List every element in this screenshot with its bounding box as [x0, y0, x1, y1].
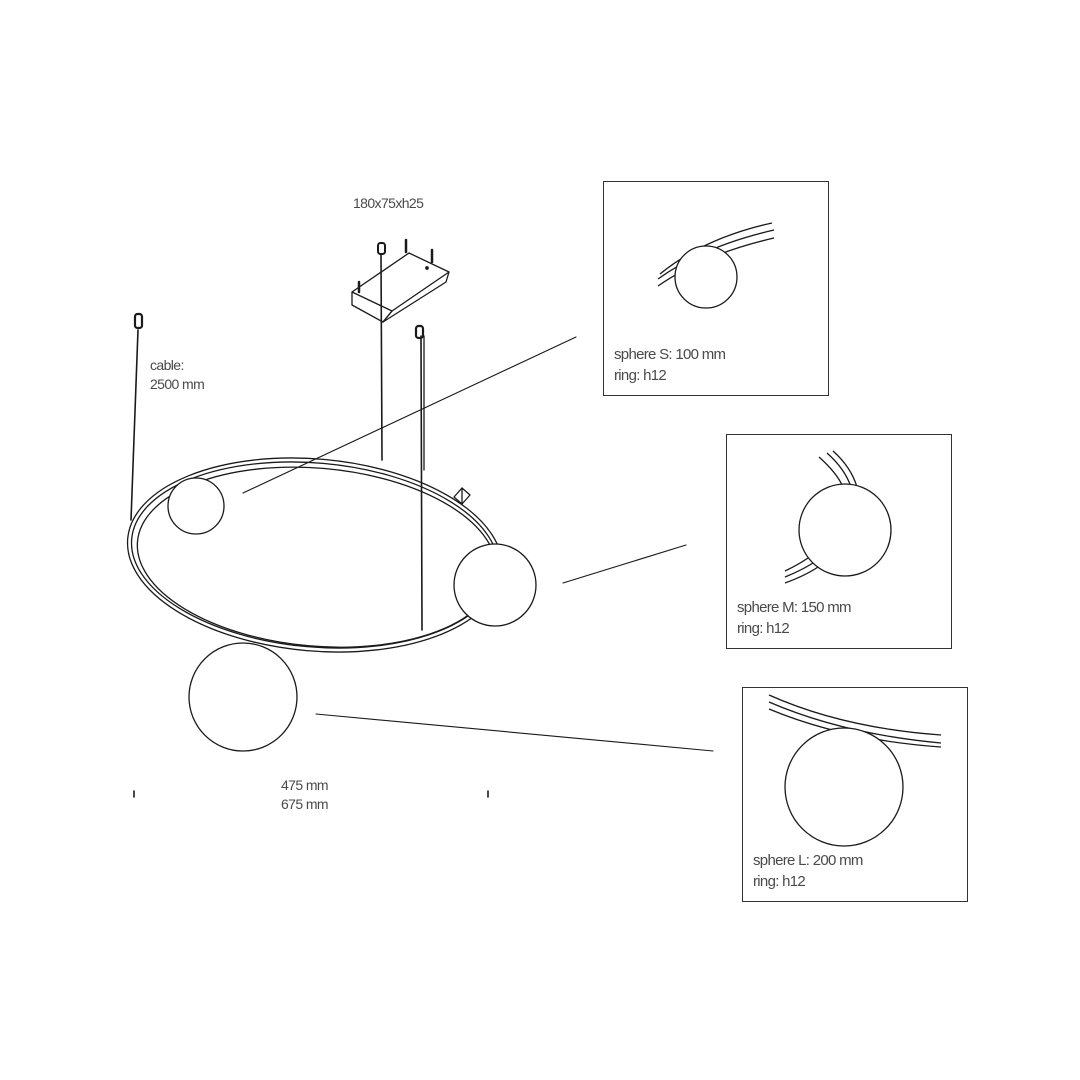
- sphere-s-size-label: sphere S: 100 mm: [614, 346, 726, 363]
- sphere-m-detail-drawing: [784, 450, 892, 584]
- sphere-l-ring-label: ring: h12: [753, 873, 806, 890]
- cable-length-label: 2500 mm: [150, 376, 205, 392]
- sphere-large: [188, 642, 298, 752]
- inner-width-label: 475 mm: [281, 777, 329, 793]
- detail-box-sphere-s: sphere S: 100 mm ring: h12: [603, 181, 829, 396]
- detail-box-sphere-m: sphere M: 150 mm ring: h12: [726, 434, 952, 649]
- suspension-cables: [130, 253, 425, 631]
- cable-grips: [133, 312, 425, 340]
- ceiling-canopy: [351, 238, 450, 323]
- sphere-small: [167, 477, 225, 535]
- canopy-cable-grip: [377, 242, 386, 255]
- sphere-l-detail-drawing: [768, 694, 942, 847]
- sphere-medium: [453, 543, 537, 627]
- dimension-ticks: [133, 790, 489, 798]
- spheres: [167, 477, 537, 752]
- ring: [126, 457, 504, 653]
- ring-connector: [453, 487, 471, 505]
- canopy-dimensions-label: 180x75xh25: [353, 195, 424, 211]
- sphere-s-detail-drawing: [657, 222, 775, 309]
- sphere-s-ring-label: ring: h12: [614, 367, 667, 384]
- sphere-l-size-label: sphere L: 200 mm: [753, 852, 863, 869]
- cable-label: cable:: [150, 357, 184, 373]
- outer-width-label: 675 mm: [281, 796, 329, 812]
- sphere-m-ring-label: ring: h12: [737, 620, 790, 637]
- leader-lines: [242, 336, 714, 752]
- sphere-m-size-label: sphere M: 150 mm: [737, 599, 852, 616]
- detail-box-sphere-l: sphere L: 200 mm ring: h12: [742, 687, 968, 902]
